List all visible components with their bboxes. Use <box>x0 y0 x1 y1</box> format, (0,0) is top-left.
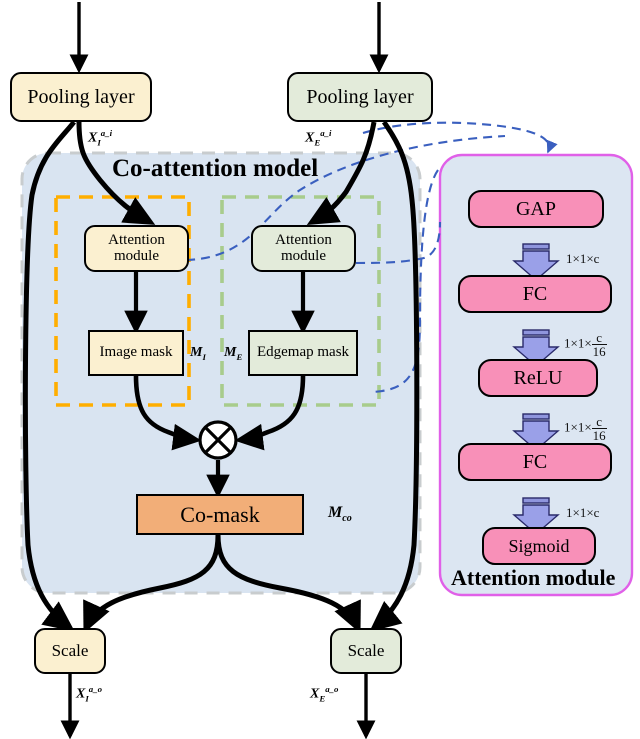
left-pool-bypass <box>22 120 76 632</box>
attention-module-right[interactable]: Attention module <box>251 225 356 272</box>
scale-left-label: Scale <box>51 641 89 661</box>
panel-stage-sigmoid[interactable]: Sigmoid <box>482 527 596 565</box>
link-curve-left-attention <box>185 134 506 262</box>
pooling-layer-right-label: Pooling layer <box>306 85 414 108</box>
panel-stage-sigmoid-label: Sigmoid <box>508 535 570 556</box>
image-mask-label: Image mask <box>99 344 173 361</box>
image-mask-symbol: MI <box>190 345 206 362</box>
right-pool-to-attention <box>306 121 377 225</box>
block-arrow-1 <box>512 243 560 281</box>
attention-module-left[interactable]: Attention module <box>84 225 189 272</box>
edgemap-mask-symbol: ME <box>224 345 243 362</box>
panel-stage-fc1[interactable]: FC <box>458 275 612 313</box>
panel-stage-gap-label: GAP <box>515 197 556 220</box>
left-mask-to-multiply <box>133 375 202 451</box>
left-pool-to-attention <box>76 121 156 225</box>
co-mask-symbol: Mco <box>328 504 352 525</box>
panel-stage-fc2-label: FC <box>522 450 548 473</box>
attention-module-right-label: Attention module <box>275 231 332 264</box>
edgemap-mask-box[interactable]: Edgemap mask <box>248 330 358 376</box>
edgemap-mask-label: Edgemap mask <box>256 344 350 361</box>
co-mask-box[interactable]: Co-mask <box>136 494 304 535</box>
attention-module-left-label: Attention module <box>108 231 165 264</box>
signal-label-right-output: XEa_o <box>310 684 339 704</box>
co-attention-title: Co-attention model <box>112 155 319 182</box>
block-arrow-4 <box>512 497 560 535</box>
multiply-node <box>198 420 238 460</box>
block-arrow-3 <box>512 413 560 451</box>
image-mask-box[interactable]: Image mask <box>88 330 184 376</box>
link-curve-top <box>362 121 558 154</box>
comask-to-left-scale <box>83 534 221 634</box>
signal-label-left-input: XIa_i <box>88 128 113 148</box>
link-curve-bracket <box>371 169 439 394</box>
attention-panel-title: Attention module <box>451 565 616 590</box>
panel-stage-fc1-label: FC <box>522 282 548 305</box>
pooling-layer-left-label: Pooling layer <box>27 85 135 108</box>
panel-stage-fc2[interactable]: FC <box>458 443 612 481</box>
image-branch-dashed-box <box>54 195 191 407</box>
scale-right-label: Scale <box>347 641 385 661</box>
dim-label-4: 1×1×c <box>566 505 600 520</box>
right-mask-to-multiply <box>234 375 306 451</box>
dim-label-1: 1×1×c <box>566 251 600 266</box>
signal-label-right-input: XEa_i <box>305 128 332 148</box>
panel-stage-gap[interactable]: GAP <box>468 190 604 228</box>
panel-stage-relu-label: ReLU <box>513 366 563 389</box>
comask-to-right-scale <box>215 534 361 634</box>
co-mask-label: Co-mask <box>180 501 260 527</box>
right-pool-bypass <box>369 120 420 632</box>
signal-label-left-output: XIa_o <box>76 684 102 704</box>
scale-right[interactable]: Scale <box>330 628 402 674</box>
block-arrow-2 <box>512 329 560 367</box>
link-curve-right-attention <box>355 221 442 265</box>
panel-stage-relu[interactable]: ReLU <box>478 359 598 397</box>
scale-left[interactable]: Scale <box>34 628 106 674</box>
pooling-layer-right[interactable]: Pooling layer <box>287 72 433 122</box>
pooling-layer-left[interactable]: Pooling layer <box>10 72 152 122</box>
